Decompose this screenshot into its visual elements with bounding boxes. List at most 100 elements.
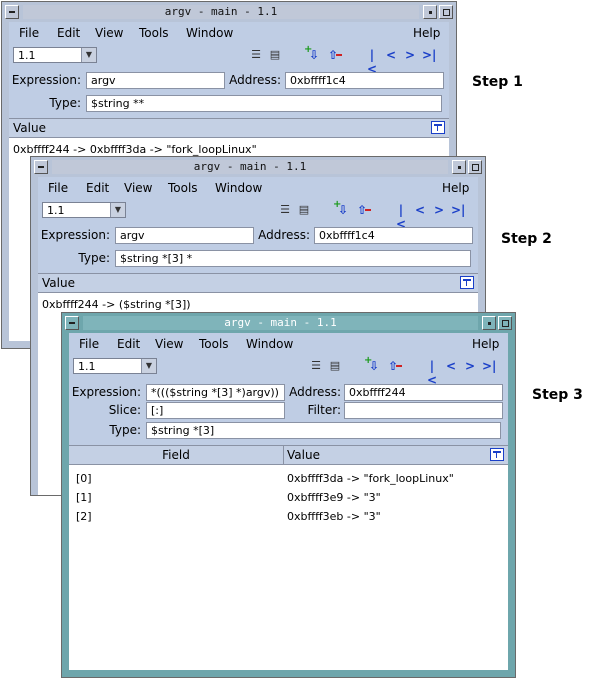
first-icon[interactable]: |< (426, 359, 438, 387)
step-label: Step 2 (501, 231, 552, 247)
value-row[interactable]: 0xbffff244 -> ($string *[3]) (42, 298, 191, 311)
window-title: argv - main - 1.1 (52, 160, 448, 174)
table-header: Field Value (69, 446, 508, 465)
value-column-header[interactable]: Value (38, 274, 478, 293)
slice-field[interactable]: [:] (146, 402, 285, 419)
minimize-button[interactable] (452, 160, 466, 174)
menu-tools[interactable]: Tools (139, 26, 169, 40)
chevron-down-icon[interactable]: ▼ (141, 359, 156, 373)
address-label: Address: (258, 228, 310, 242)
last-icon[interactable]: >| (422, 48, 437, 62)
type-field[interactable]: $string *[3] (146, 422, 501, 439)
title-bar[interactable]: argv - main - 1.1 (65, 316, 512, 332)
undive-icon[interactable]: ⇧ (355, 203, 371, 217)
value-row[interactable]: 0xbffff244 -> 0xbffff3da -> "fork_loopLi… (13, 143, 257, 156)
expression-label: Expression: (11, 73, 81, 87)
maximize-button[interactable] (439, 5, 453, 19)
slice-label: Slice: (108, 403, 141, 417)
toolbar: 1.1 ▼ ☰ ▤ ⇩+ ⇧ |< < > >| (69, 355, 508, 387)
menu-file[interactable]: File (19, 26, 40, 40)
toolbar: 1.1 ▼ ☰ ▤ ⇩+ ⇧ |< < > >| (9, 44, 449, 76)
menu-tools[interactable]: Tools (168, 181, 198, 195)
type-field[interactable]: $string ** (86, 95, 442, 112)
step-label: Step 1 (472, 74, 523, 90)
menu-edit[interactable]: Edit (117, 337, 141, 351)
field-column-header[interactable]: Field (69, 446, 284, 464)
back-icon[interactable]: < (414, 203, 426, 217)
menu-help[interactable]: Help (472, 337, 500, 351)
type-label: Type: (109, 423, 141, 437)
thread-selector[interactable]: 1.1 ▼ (73, 358, 157, 374)
columns-icon[interactable] (460, 276, 474, 289)
window-menu-button[interactable] (5, 5, 19, 19)
address-label: Address: (289, 385, 341, 399)
menu-window[interactable]: Window (215, 181, 263, 195)
forward-icon[interactable]: > (404, 48, 416, 62)
expression-panel: Expression: *((($string *[3] *)argv)) Ad… (69, 381, 508, 461)
menu-help[interactable]: Help (442, 181, 470, 195)
minimize-button[interactable] (482, 316, 496, 330)
thread-selector[interactable]: 1.1 ▼ (42, 202, 126, 218)
details-icon[interactable]: ▤ (298, 203, 310, 216)
menu-file[interactable]: File (79, 337, 100, 351)
list-icon[interactable]: ☰ (280, 203, 290, 216)
dive-icon[interactable]: ⇩+ (364, 355, 380, 374)
address-field[interactable]: 0xbffff1c4 (314, 227, 473, 244)
menu-window[interactable]: Window (186, 26, 234, 40)
expression-field[interactable]: argv (115, 227, 254, 244)
last-icon[interactable]: >| (451, 203, 466, 217)
undive-icon[interactable]: ⇧ (326, 48, 342, 62)
forward-icon[interactable]: > (433, 203, 445, 217)
forward-icon[interactable]: > (464, 359, 476, 373)
menu-window[interactable]: Window (246, 337, 294, 351)
details-icon[interactable]: ▤ (329, 359, 341, 372)
first-icon[interactable]: |< (395, 203, 407, 231)
menu-view[interactable]: View (124, 181, 153, 195)
value-column-header[interactable]: Value (287, 448, 320, 462)
list-icon[interactable]: ☰ (251, 48, 261, 61)
toolbar: 1.1 ▼ ☰ ▤ ⇩+ ⇧ |< < > >| (38, 199, 478, 231)
chevron-down-icon[interactable]: ▼ (110, 203, 125, 217)
menu-tools[interactable]: Tools (199, 337, 229, 351)
window-menu-button[interactable] (34, 160, 48, 174)
dive-icon[interactable]: ⇩+ (304, 44, 320, 63)
columns-icon[interactable] (490, 448, 504, 461)
window-menu-button[interactable] (65, 316, 79, 330)
filter-field[interactable] (344, 402, 503, 419)
expression-field[interactable]: *((($string *[3] *)argv)) (146, 384, 285, 401)
back-icon[interactable]: < (385, 48, 397, 62)
type-field[interactable]: $string *[3] * (115, 250, 471, 267)
back-icon[interactable]: < (445, 359, 457, 373)
address-field[interactable]: 0xbffff244 (344, 384, 503, 401)
expression-field[interactable]: argv (86, 72, 225, 89)
maximize-button[interactable] (498, 316, 512, 330)
menu-edit[interactable]: Edit (57, 26, 81, 40)
value-column-header[interactable]: Value (9, 119, 449, 138)
list-icon[interactable]: ☰ (311, 359, 321, 372)
dive-icon[interactable]: ⇩+ (333, 199, 349, 218)
value-cell: 0xbffff3e9 -> "3" (287, 491, 381, 504)
menu-file[interactable]: File (48, 181, 69, 195)
menu-edit[interactable]: Edit (86, 181, 110, 195)
field-cell: [1] (76, 491, 92, 504)
step-label: Step 3 (532, 387, 583, 403)
menu-view[interactable]: View (155, 337, 184, 351)
title-bar[interactable]: argv - main - 1.1 (5, 5, 453, 21)
details-icon[interactable]: ▤ (269, 48, 281, 61)
field-cell: [2] (76, 510, 92, 523)
menu-view[interactable]: View (95, 26, 124, 40)
columns-icon[interactable] (431, 121, 445, 134)
maximize-button[interactable] (468, 160, 482, 174)
window-title: argv - main - 1.1 (23, 5, 419, 19)
chevron-down-icon[interactable]: ▼ (81, 48, 96, 62)
data-pane: Field Value [0] 0xbffff3da -> "fork_loop… (69, 445, 508, 670)
menu-help[interactable]: Help (413, 26, 441, 40)
minimize-button[interactable] (423, 5, 437, 19)
thread-selector[interactable]: 1.1 ▼ (13, 47, 97, 63)
first-icon[interactable]: |< (366, 48, 378, 76)
window-title: argv - main - 1.1 (83, 316, 478, 330)
title-bar[interactable]: argv - main - 1.1 (34, 160, 482, 176)
address-field[interactable]: 0xbffff1c4 (285, 72, 444, 89)
undive-icon[interactable]: ⇧ (386, 359, 402, 373)
last-icon[interactable]: >| (482, 359, 497, 373)
